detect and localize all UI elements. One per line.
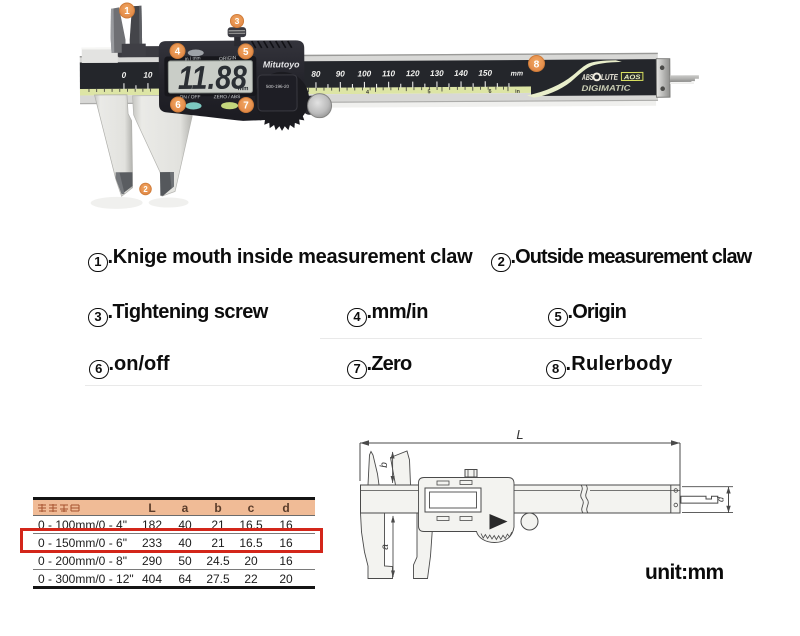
- svg-text:10: 10: [143, 71, 153, 80]
- svg-text:mm: mm: [238, 86, 249, 92]
- svg-text:a: a: [380, 544, 391, 550]
- svg-text:LUTE: LUTE: [601, 72, 618, 82]
- svg-text:500-196-20: 500-196-20: [266, 84, 290, 89]
- svg-text:ON / OFF: ON / OFF: [180, 94, 201, 100]
- svg-text:d: d: [716, 496, 726, 502]
- svg-text:1: 1: [124, 6, 130, 17]
- svg-text:6: 6: [488, 89, 491, 95]
- svg-text:ORIGIN: ORIGIN: [219, 55, 237, 62]
- svg-text:0: 0: [122, 71, 127, 80]
- svg-text:80: 80: [311, 70, 321, 79]
- svg-text:140: 140: [454, 69, 468, 78]
- svg-text:DIGIMATIC: DIGIMATIC: [581, 84, 631, 93]
- svg-text:2: 2: [143, 185, 148, 194]
- svg-text:b: b: [379, 462, 390, 468]
- svg-text:120: 120: [406, 69, 420, 78]
- svg-text:4: 4: [175, 47, 181, 58]
- svg-text:mm: mm: [511, 71, 523, 78]
- svg-text:5: 5: [243, 47, 249, 58]
- svg-text:ZERO / ABS: ZERO / ABS: [214, 94, 241, 100]
- svg-text:L: L: [516, 427, 523, 442]
- svg-text:8: 8: [534, 59, 540, 70]
- svg-text:110: 110: [382, 69, 396, 78]
- svg-text:11.88: 11.88: [178, 59, 248, 96]
- svg-text:7: 7: [243, 101, 249, 112]
- svg-text:6: 6: [175, 100, 181, 111]
- svg-text:in: in: [515, 89, 520, 95]
- svg-text:100: 100: [358, 69, 372, 78]
- svg-text:ABS: ABS: [581, 72, 593, 82]
- svg-text:150: 150: [478, 69, 492, 78]
- svg-text:130: 130: [430, 69, 444, 78]
- svg-text:5: 5: [427, 89, 430, 95]
- svg-text:90: 90: [336, 70, 346, 79]
- svg-text:3: 3: [235, 16, 240, 26]
- svg-text:in / mm: in / mm: [185, 55, 201, 62]
- svg-text:4: 4: [366, 90, 370, 96]
- svg-text:Mitutoyo: Mitutoyo: [263, 59, 300, 69]
- svg-text:AOS: AOS: [623, 74, 641, 81]
